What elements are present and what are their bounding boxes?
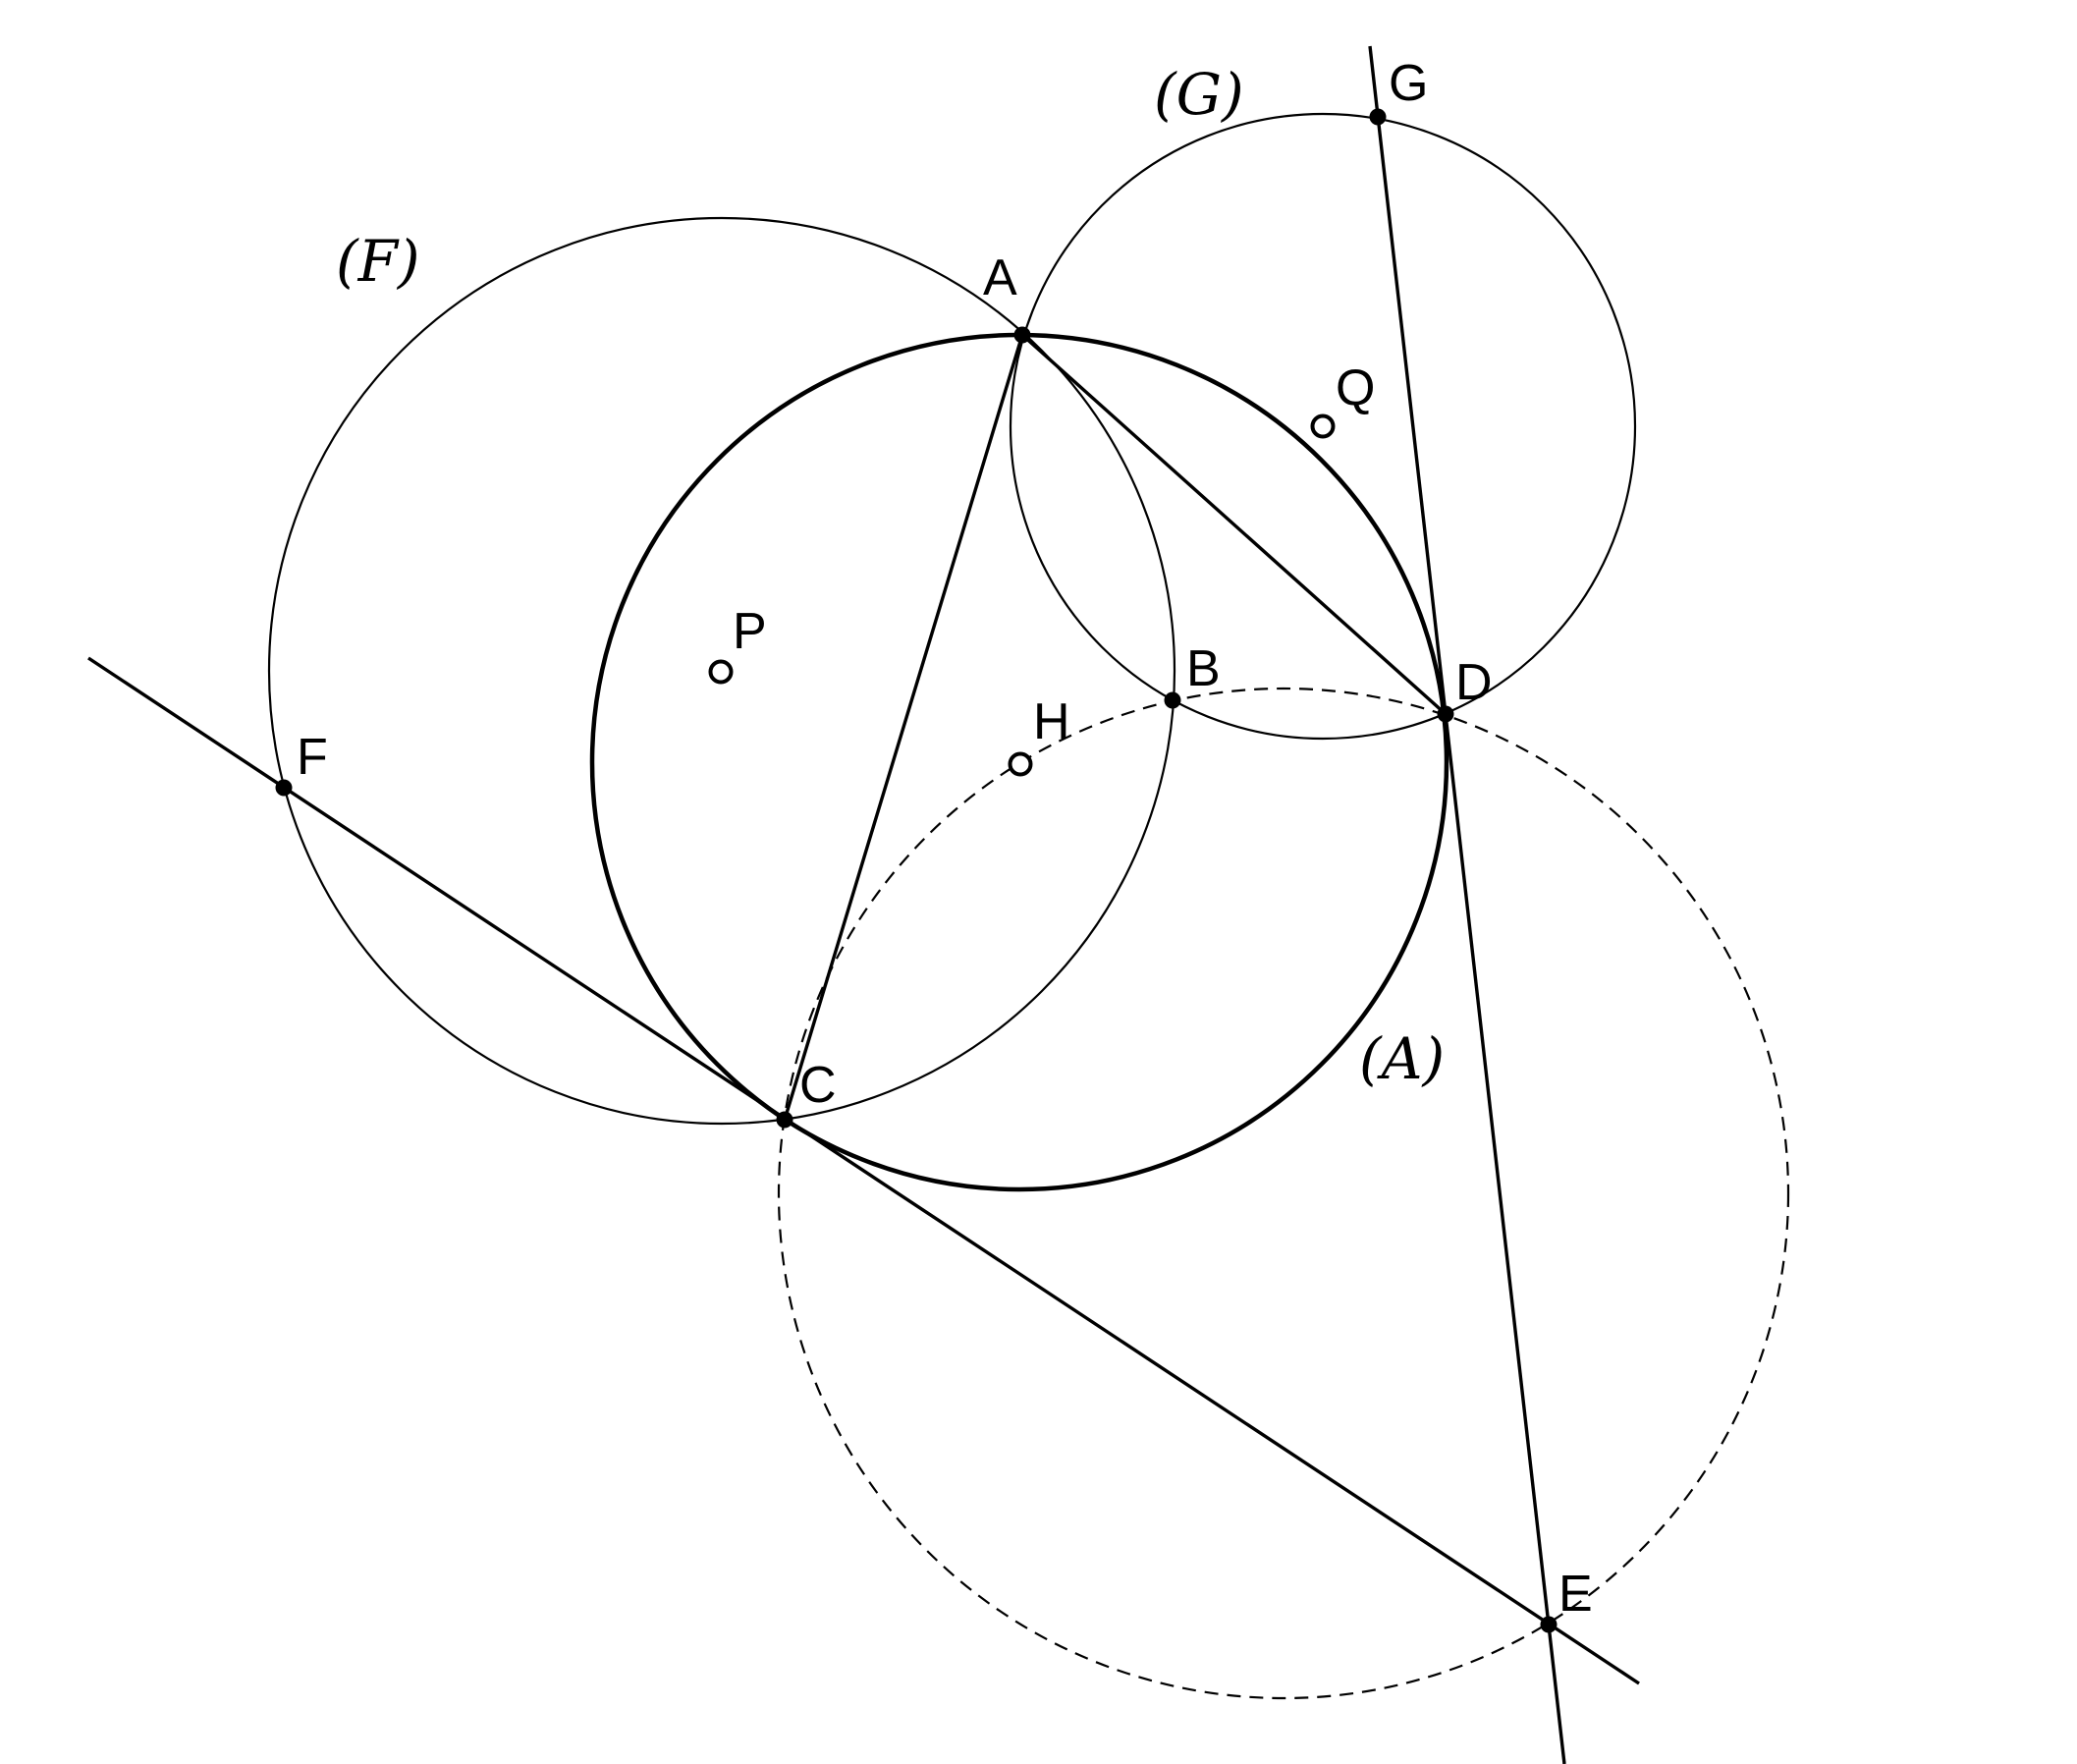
label-circle-F: (F) [336, 228, 420, 295]
label-A: A [983, 249, 1017, 306]
label-D: D [1455, 654, 1493, 711]
circle-A-dashed [777, 687, 1790, 1700]
point-E [1540, 1616, 1558, 1633]
label-F: F [297, 729, 328, 786]
label-B: B [1186, 640, 1221, 697]
label-P: P [733, 603, 767, 660]
point-F [275, 779, 293, 797]
circle-G [1009, 112, 1637, 741]
point-C [776, 1111, 793, 1129]
point-P [708, 659, 734, 685]
label-H: H [1033, 693, 1070, 750]
circle-F [267, 216, 1176, 1126]
segment-AC [783, 334, 1024, 1121]
point-Q [1310, 413, 1336, 439]
line-FE [87, 656, 1640, 1685]
point-A [1013, 326, 1031, 344]
point-B [1164, 691, 1181, 709]
label-E: E [1558, 1566, 1593, 1623]
point-H [1008, 751, 1033, 777]
point-D [1437, 705, 1454, 723]
label-G: G [1389, 55, 1428, 112]
label-circle-G: (G) [1154, 61, 1244, 128]
label-circle-A: (A) [1359, 1025, 1445, 1092]
segment-AD [1020, 333, 1448, 716]
label-Q: Q [1336, 359, 1375, 416]
label-C: C [799, 1057, 837, 1114]
point-G [1369, 108, 1387, 126]
line-GE [1368, 45, 1566, 1764]
